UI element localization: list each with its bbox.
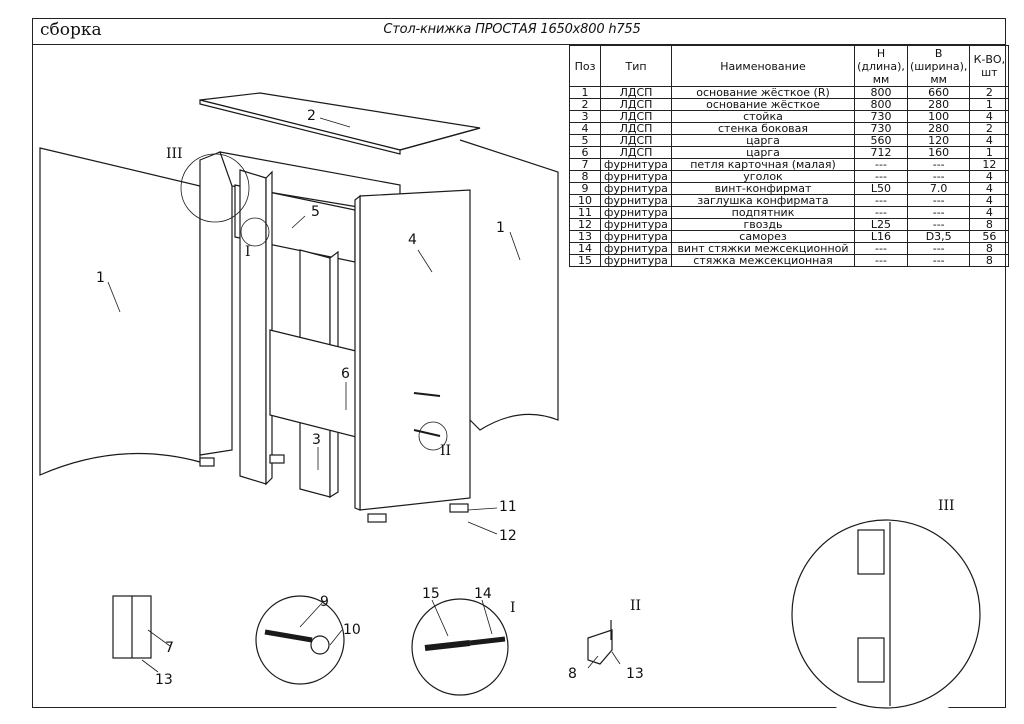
spec-cell: 4: [969, 182, 1010, 195]
corner-8-drawing: [587, 629, 613, 665]
leader-12: [467, 521, 498, 535]
detail-ii-marker: [418, 421, 448, 451]
callout-13-a: 13: [155, 672, 173, 688]
drawing-title: Стол-книжка ПРОСТАЯ 1650x800 h755: [383, 22, 641, 37]
callout-14: 14: [474, 586, 492, 602]
callout-1-left: 1: [96, 270, 105, 286]
leader-13-b: [611, 651, 621, 665]
detail-screw-circle: [255, 595, 345, 685]
leader-11: [467, 507, 498, 511]
callout-11: 11: [499, 499, 517, 515]
leader-9: [299, 602, 323, 628]
screw-lower: [413, 429, 441, 437]
callout-15: 15: [422, 586, 440, 602]
screw-9-body: [264, 629, 313, 643]
leader-5: [291, 215, 306, 229]
col-width: B (ширина), мм: [906, 45, 971, 87]
panel-1-right: [459, 139, 559, 431]
hinge-lower-detail: [857, 637, 885, 683]
callout-2: 2: [307, 108, 316, 124]
detail-iii-marker: [180, 153, 250, 223]
marker-label-ii: II: [440, 443, 451, 459]
callout-7: 7: [165, 640, 174, 656]
screw-upper: [413, 392, 441, 397]
panel-2-edge-line: [399, 127, 481, 151]
col-qty: К-ВО, шт: [969, 45, 1010, 87]
side-wall-4-edge: [354, 194, 361, 511]
leader-1-right: [509, 231, 521, 261]
detail-iii-bg: [810, 498, 958, 724]
panel-2-edge: [199, 99, 401, 155]
foot-1: [199, 457, 215, 467]
foot-2: [269, 454, 285, 464]
detail-iii-circle: [791, 519, 981, 709]
drawing-frame: [32, 18, 1006, 708]
leader-10: [329, 629, 343, 646]
detail-i-circle: [411, 598, 509, 696]
callout-13-b: 13: [626, 666, 644, 682]
stand-3-a-edge: [265, 170, 273, 486]
specification-table: Поз Тип Наименование H (длина), мм B (ши…: [569, 45, 1010, 267]
tie-15: [424, 640, 471, 651]
callout-4: 4: [408, 232, 417, 248]
leader-14: [481, 599, 493, 635]
view-label-ii: II: [630, 598, 641, 614]
view-label-iii: III: [938, 498, 955, 514]
callout-3: 3: [312, 432, 321, 448]
spec-cell: 8: [969, 254, 1010, 267]
leader-15: [431, 599, 449, 637]
leader-4: [417, 249, 433, 273]
callout-5: 5: [311, 204, 320, 220]
callout-12: 12: [499, 528, 517, 544]
rail-6: [269, 329, 361, 439]
marker-label-iii: III: [166, 146, 183, 162]
stand-3-a: [239, 169, 267, 485]
callout-10: 10: [343, 622, 361, 638]
frame-left-side: [199, 151, 233, 456]
header-divider: [32, 44, 1006, 45]
leader-2: [319, 117, 351, 128]
section-label: сборка: [40, 20, 102, 40]
spec-cell: ---: [906, 254, 971, 267]
callout-1-right: 1: [496, 220, 505, 236]
leader-13-a: [141, 659, 159, 673]
cap-10: [310, 635, 330, 655]
col-type: Тип: [600, 45, 672, 87]
hinge-upper-detail: [857, 529, 885, 575]
leader-7: [147, 629, 171, 647]
foot-4: [449, 503, 469, 513]
detail-i-marker: [240, 217, 270, 247]
callout-9: 9: [320, 594, 329, 610]
callout-6: 6: [341, 366, 350, 382]
col-length: H (длина), мм: [854, 45, 908, 87]
marker-label-i: I: [245, 244, 251, 260]
panel-2-top: [199, 92, 481, 151]
foot-3: [367, 513, 387, 523]
leader-8: [587, 655, 599, 669]
callout-8: 8: [568, 666, 577, 682]
leader-1-left: [107, 281, 121, 313]
tie-screw-14: [469, 636, 506, 646]
spec-header-row: Поз Тип Наименование H (длина), мм B (ши…: [569, 45, 1010, 87]
view-label-i: I: [510, 600, 516, 616]
